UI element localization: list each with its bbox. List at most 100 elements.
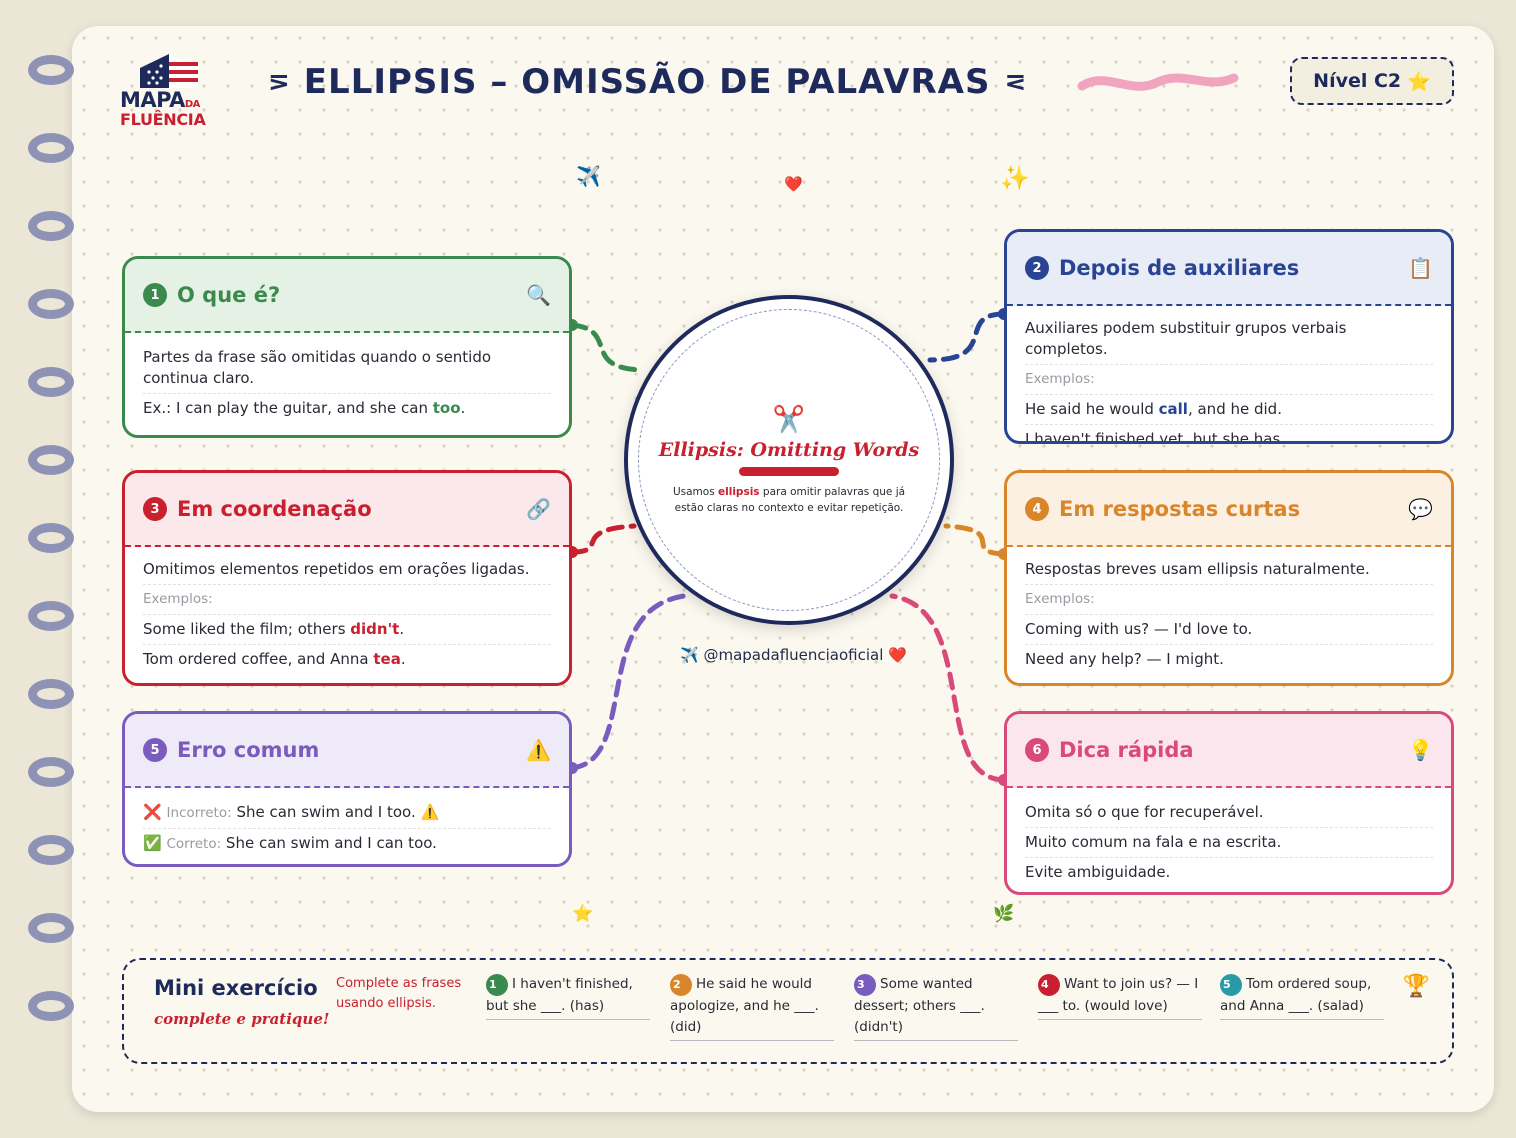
card-auxiliaries: 2 Depois de auxiliares 📋 Auxiliares pode… (1004, 229, 1454, 444)
warning-icon: ⚠️ (420, 803, 440, 821)
check-icon: ✅ (143, 834, 162, 852)
handle-text: @mapadafluenciaoficial (703, 646, 884, 664)
mini-exercise: Mini exercício complete e pratique! Comp… (122, 958, 1454, 1064)
cross-icon: ❌ (143, 803, 162, 821)
spiral-ring (28, 289, 74, 319)
exercise-title: Mini exercício (154, 976, 318, 1000)
center-description: Usamos ellipsis para omitir palavras que… (672, 485, 906, 514)
brand-logo: MAPADA FLUÊNCIA (118, 52, 222, 132)
airplane-icon: ✈️ (680, 646, 699, 664)
spiral-ring (28, 55, 74, 85)
item-number: 2 (670, 974, 692, 996)
heart-icon: ❤️ (888, 646, 907, 664)
title-deco-left: ⋝ (268, 67, 290, 97)
card-example: Need any help? — I might. (1025, 650, 1224, 668)
examples-label: Exemplos: (1025, 365, 1433, 395)
card-what-is: 1 O que é? 🔍 Partes da frase são omitida… (122, 256, 572, 438)
spiral-ring (28, 523, 74, 553)
card-line: Partes da frase são omitidas quando o se… (143, 343, 551, 394)
speech-bubble-icon: 💬 (1408, 497, 1433, 521)
card-title: Depois de auxiliares (1059, 256, 1300, 280)
answer-line[interactable] (670, 1040, 834, 1041)
page-header: ⋝ ELLIPSIS – OMISSÃO DE PALAVRAS ⋜ (268, 58, 1026, 106)
level-label: Nível C2 (1313, 70, 1402, 92)
tip-line: Omita só o que for recuperável. (1025, 798, 1433, 828)
spiral-ring (28, 445, 74, 475)
item-text: Want to join us? — I ___ to. (would love… (1038, 976, 1199, 1014)
sparkles-icon: ✨ (1000, 164, 1030, 192)
heart-icon: ❤️ (784, 175, 803, 193)
card-line: Omitimos elementos repetidos em orações … (143, 555, 551, 585)
magnifier-icon: 🔍 (526, 283, 551, 307)
leaf-icon: 🌿 (993, 904, 1015, 924)
spiral-ring (28, 913, 74, 943)
brand-name: MAPA (120, 88, 185, 112)
brand-name-small: DA (184, 99, 201, 110)
us-flag-icon (140, 54, 198, 88)
page-title: ELLIPSIS – OMISSÃO DE PALAVRAS (303, 62, 991, 102)
social-handle: ✈️ @mapadafluenciaoficial ❤️ (680, 646, 907, 664)
spiral-ring (28, 601, 74, 631)
card-line: Respostas breves usam ellipsis naturalme… (1025, 555, 1433, 585)
card-example: Some liked the film; others didn't. (143, 615, 551, 645)
right-example: ✅ Correto: She can swim and I can too. (143, 834, 437, 852)
card-common-error: 5 Erro comum ⚠️ ❌ Incorreto: She can swi… (122, 711, 572, 867)
answer-line[interactable] (854, 1040, 1018, 1041)
scissors-icon: ✂️ (772, 404, 806, 435)
card-short-answers: 4 Em respostas curtas 💬 Respostas breves… (1004, 470, 1454, 686)
center-title: Ellipsis: Omitting Words (658, 438, 920, 461)
link-icon: 🔗 (526, 497, 551, 521)
spiral-ring (28, 211, 74, 241)
answer-line[interactable] (1038, 1019, 1202, 1020)
title-deco-right: ⋜ (1004, 67, 1027, 97)
center-topic: ✂️ Ellipsis: Omitting Words Usamos ellip… (624, 295, 954, 625)
examples-label: Exemplos: (143, 585, 551, 615)
card-number: 6 (1025, 738, 1049, 762)
card-quick-tip: 6 Dica rápida 💡 Omita só o que for recup… (1004, 711, 1454, 895)
card-number: 4 (1025, 497, 1049, 521)
card-example: Coming with us? — I'd love to. (1025, 615, 1433, 645)
lightbulb-icon: 💡 (1408, 738, 1433, 762)
answer-line[interactable] (1220, 1019, 1384, 1020)
item-number: 1 (486, 974, 508, 996)
brand-name-line2: FLUÊNCIA (120, 110, 206, 129)
center-underline (739, 466, 839, 476)
clipboard-icon: 📋 (1408, 256, 1433, 280)
level-badge: Nível C2 ⭐ (1290, 57, 1454, 105)
item-text: Some wanted dessert; others ___. (didn't… (854, 976, 985, 1035)
examples-label: Exemplos: (1025, 585, 1433, 615)
exercise-subtitle: complete e pratique! (154, 1010, 330, 1028)
exercise-instructions: Complete as frases usando ellipsis. (336, 976, 462, 1011)
spiral-ring (28, 133, 74, 163)
spiral-ring (28, 757, 74, 787)
item-number: 5 (1220, 974, 1242, 996)
trophy-icon: 🏆 (1402, 974, 1430, 999)
card-number: 3 (143, 497, 167, 521)
card-title: Erro comum (177, 738, 320, 762)
spiral-ring (28, 679, 74, 709)
warning-icon: ⚠️ (526, 738, 551, 762)
card-title: Dica rápida (1059, 738, 1194, 762)
answer-line[interactable] (486, 1019, 650, 1020)
card-example: Tom ordered coffee, and Anna tea. (143, 650, 406, 668)
item-number: 3 (854, 974, 876, 996)
card-example: Ex.: I can play the guitar, and she can … (143, 399, 466, 417)
card-title: O que é? (177, 283, 281, 307)
card-example: He said he would call, and he did. (1025, 395, 1433, 425)
card-line: Auxiliares podem substituir grupos verba… (1025, 314, 1433, 365)
card-coordination: 3 Em coordenação 🔗 Omitimos elementos re… (122, 470, 572, 686)
star-icon: ⭐ (572, 904, 594, 924)
card-title: Em coordenação (177, 497, 372, 521)
tip-line: Muito comum na fala e na escrita. (1025, 828, 1433, 858)
tip-line: Evite ambiguidade. (1025, 863, 1171, 881)
card-example: I haven't finished yet, but she has. (1025, 430, 1286, 444)
spiral-ring (28, 991, 74, 1021)
star-icon: ⭐ (1407, 70, 1431, 93)
squiggle-decoration (1077, 73, 1239, 91)
spiral-ring (28, 835, 74, 865)
